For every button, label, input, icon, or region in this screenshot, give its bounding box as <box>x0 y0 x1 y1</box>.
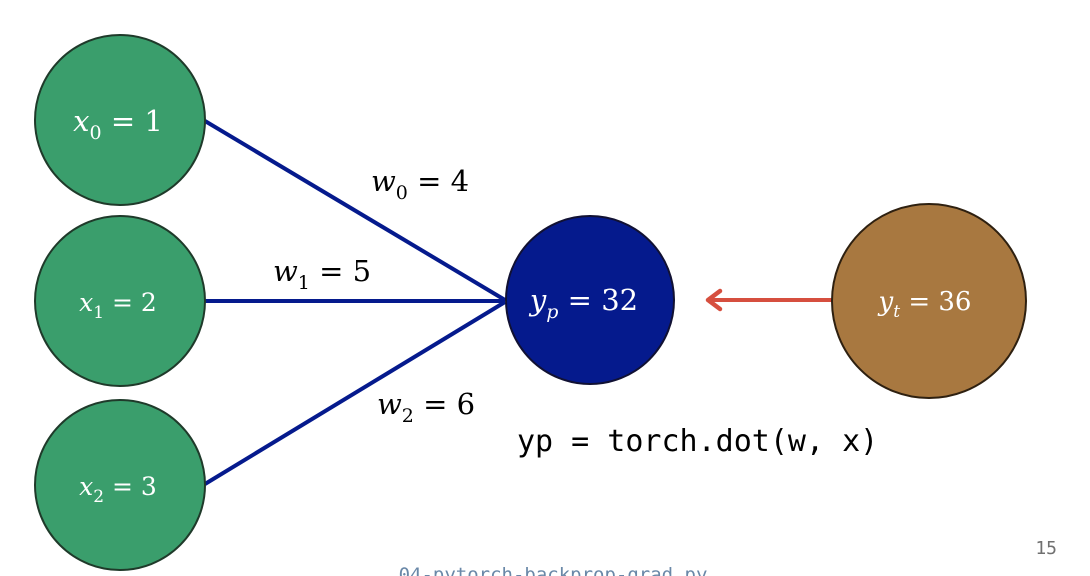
page-number: 15 <box>1035 538 1057 559</box>
weight-label-w2: w2 = 6 <box>377 387 475 427</box>
input-node-x0: x0 = 1 <box>34 34 206 206</box>
prediction-label: yp = 32 <box>528 283 638 323</box>
footer-filename: 04-pytorch-backprop-grad.py <box>399 564 708 576</box>
code-line: yp = torch.dot(w, x) <box>517 424 878 459</box>
input-node-x1: x1 = 2 <box>34 215 206 387</box>
input-label-x2: x2 = 3 <box>79 472 157 507</box>
weight-label-w1: w1 = 5 <box>273 254 371 294</box>
target-label: yt = 36 <box>878 287 972 322</box>
error-arrow-head <box>705 288 723 312</box>
weight-label-w0: w0 = 4 <box>371 164 469 204</box>
edge-x0-yp <box>203 119 507 302</box>
input-label-x0: x0 = 1 <box>73 104 163 144</box>
prediction-node: yp = 32 <box>505 215 675 385</box>
input-label-x1: x1 = 2 <box>79 288 157 323</box>
target-node: yt = 36 <box>831 203 1027 399</box>
edge-x2-yp <box>203 300 507 486</box>
input-node-x2: x2 = 3 <box>34 399 206 571</box>
